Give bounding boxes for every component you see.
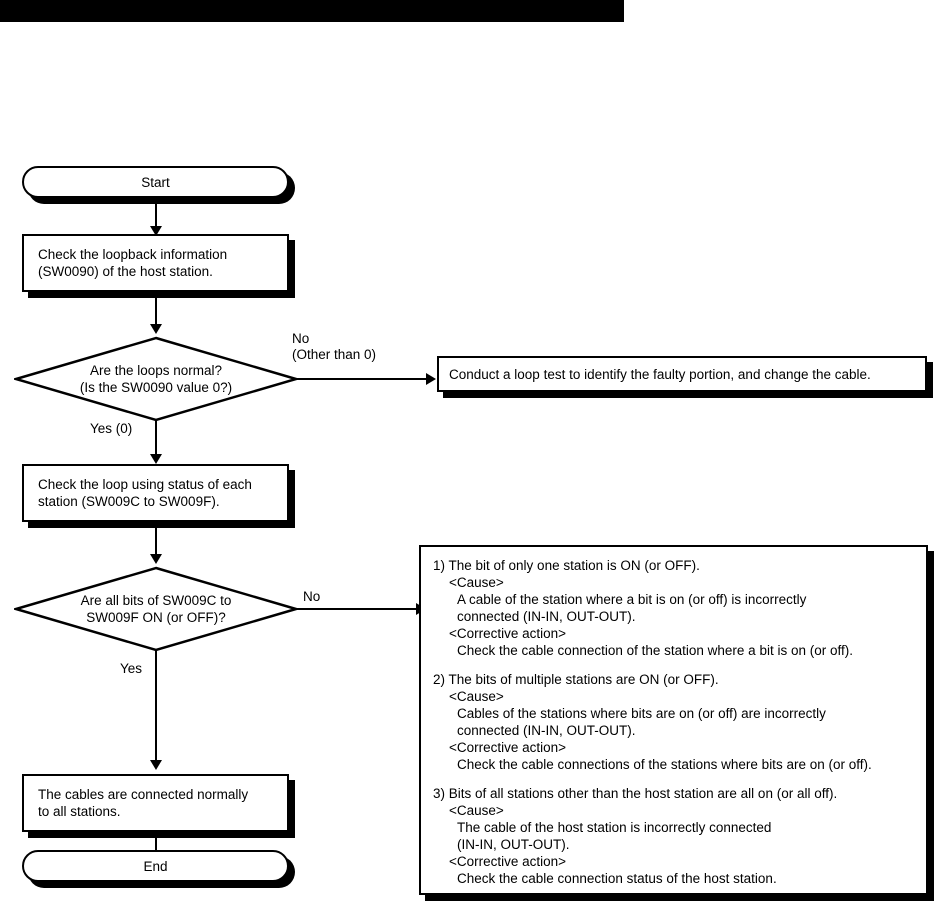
connector-decision2-no: [296, 608, 418, 610]
check-loop-using-node: Check the loop using status of each stat…: [22, 464, 289, 522]
connector-decision1-no: [296, 378, 428, 380]
cause-item-1-action-text: Check the cable connection of the statio…: [457, 643, 853, 658]
cause-item-3-cause-text: The cable of the host station is incorre…: [457, 820, 772, 852]
arrow-start-to-check: [150, 226, 162, 236]
cause-item-3-action-label: <Corrective action>: [449, 854, 567, 869]
cause-item-2-heading: 2) The bits of multiple stations are ON …: [433, 672, 719, 687]
loop-test-label: Conduct a loop test to identify the faul…: [449, 366, 871, 382]
cause-item-3-action-text: Check the cable connection status of the…: [457, 871, 777, 886]
cause-item-1-heading: 1) The bit of only one station is ON (or…: [433, 558, 700, 573]
cause-item-2-action-label: <Corrective action>: [449, 740, 567, 755]
loop-test-node: Conduct a loop test to identify the faul…: [437, 356, 927, 392]
loops-normal-decision: Are the loops normal? (Is the SW0090 val…: [14, 336, 298, 422]
edge-label-decision1-no: No (Other than 0): [292, 331, 377, 362]
edge-label-decision2-no: No: [303, 589, 321, 604]
cause-item-3-cause-label: <Cause>: [449, 803, 504, 818]
header-bar: [0, 0, 624, 22]
start-node: Start: [22, 166, 289, 198]
cause-item-3: 3) Bits of all stations other than the h…: [433, 785, 914, 887]
end-node: End: [22, 850, 289, 882]
connector-start-to-check: [155, 198, 157, 230]
start-node-label: Start: [141, 174, 170, 190]
cause-item-1-cause-text: A cable of the station where a bit is on…: [457, 592, 807, 624]
cables-ok-node: The cables are connected normally to all…: [22, 774, 289, 832]
connector-cables-to-end: [155, 832, 157, 850]
connector-check-to-decision1: [155, 292, 157, 328]
cause-item-3-heading: 3) Bits of all stations other than the h…: [433, 786, 838, 801]
check-loop-using-label: Check the loop using status of each stat…: [38, 477, 252, 509]
causes-panel: 1) The bit of only one station is ON (or…: [419, 545, 928, 895]
connector-decision2-yes: [155, 648, 157, 764]
cause-item-1-cause-label: <Cause>: [449, 575, 504, 590]
edge-label-decision2-yes: Yes: [120, 661, 143, 676]
cause-item-2: 2) The bits of multiple stations are ON …: [433, 671, 914, 773]
cause-item-1: 1) The bit of only one station is ON (or…: [433, 557, 914, 659]
arrow-decision2-yes: [150, 760, 162, 770]
edge-label-decision1-yes: Yes (0): [90, 421, 133, 436]
arrow-decision1-yes: [150, 454, 162, 464]
arrow-check-to-decision1: [150, 324, 162, 334]
arrow-decision1-no: [426, 373, 436, 385]
check-loopback-node: Check the loopback information (SW0090) …: [22, 234, 289, 292]
connector-checkloop-to-decision2: [155, 522, 157, 558]
cause-item-1-action-label: <Corrective action>: [449, 626, 567, 641]
check-loopback-label: Check the loopback information (SW0090) …: [38, 247, 228, 279]
cables-ok-label: The cables are connected normally to all…: [38, 787, 249, 819]
cause-item-2-action-text: Check the cable connections of the stati…: [457, 757, 872, 772]
end-node-label: End: [143, 858, 168, 874]
cause-item-2-cause-text: Cables of the stations where bits are on…: [457, 706, 826, 738]
cause-item-2-cause-label: <Cause>: [449, 689, 504, 704]
all-bits-decision: Are all bits of SW009C to SW009F ON (or …: [14, 566, 298, 652]
arrow-checkloop-to-decision2: [150, 554, 162, 564]
connector-decision1-yes: [155, 418, 157, 458]
